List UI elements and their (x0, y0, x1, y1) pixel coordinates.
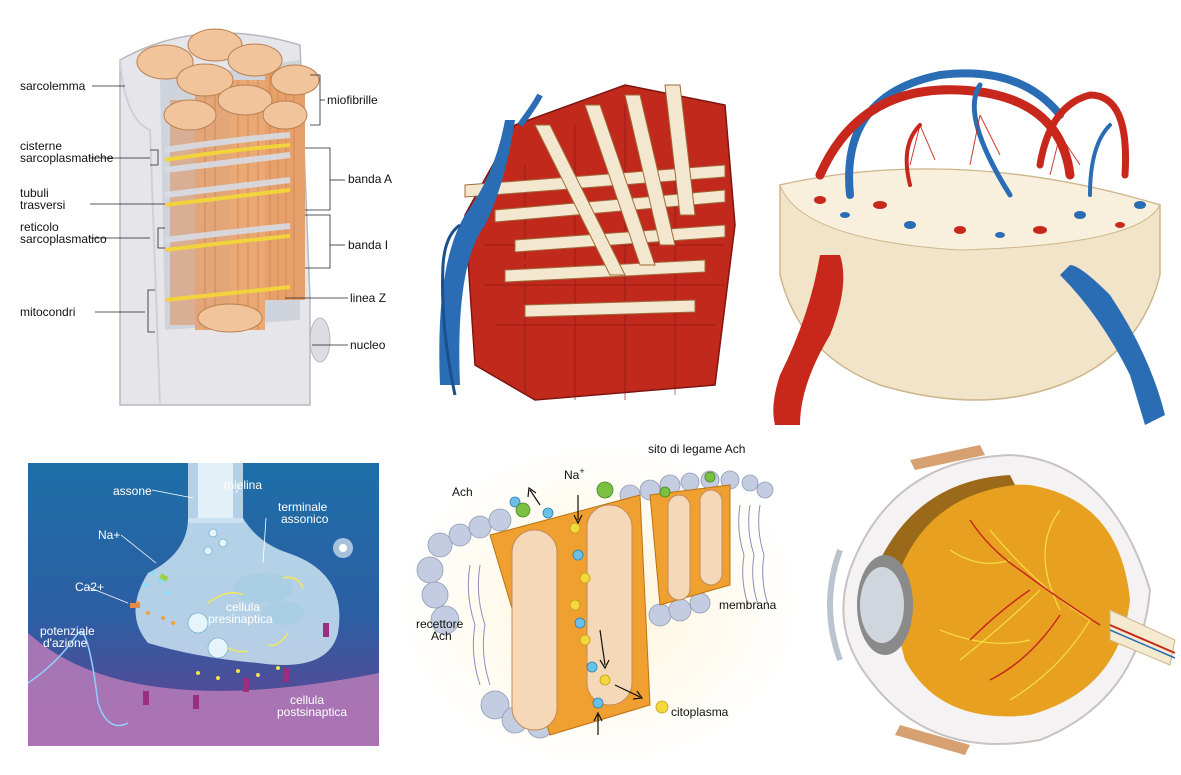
label-recettore-line2: Ach (431, 629, 452, 643)
label-assone: assone (113, 484, 152, 498)
retinal-vessels-yellow (939, 509, 1091, 701)
label-tubuli-line1: tubuli (20, 186, 49, 200)
vascular-tissue-illustration (760, 55, 1181, 425)
label-ach: Ach (452, 485, 473, 499)
muscle-fiber-illustration (90, 28, 348, 406)
synaptic-vesicles (187, 528, 229, 659)
label-mielina: mielina (224, 478, 263, 492)
nucleus-shape (309, 317, 331, 363)
label-reticolo-line1: reticolo (20, 220, 59, 234)
eye-drawing (827, 445, 1176, 755)
eye-anatomy-illustration (810, 440, 1181, 760)
cornea (827, 548, 843, 662)
ach-ligands (515, 471, 716, 518)
retinal-vessels-red (969, 519, 1101, 681)
label-na-ion: Na+ (564, 465, 585, 482)
synapse-illustration (28, 463, 379, 746)
hepatocyte-plates (464, 84, 726, 318)
label-sito-legame-ach: sito di legame Ach (648, 442, 746, 456)
label-terminale-line2: assonico (281, 512, 329, 526)
sodium-ions (569, 522, 669, 714)
label-recettore-line1: recettore (416, 617, 464, 631)
portal-artery (483, 251, 536, 268)
label-potenziale-line1: potenziale (40, 624, 95, 638)
label-na-charge: + (579, 466, 585, 476)
ion-flow-arrows (527, 486, 644, 735)
artery (773, 255, 844, 425)
vascular-tissue-drawing (773, 69, 1165, 425)
action-potential-wave (28, 631, 129, 727)
process-arrows (207, 576, 304, 653)
label-tubuli-line2: trasversi (20, 198, 66, 212)
label-mitocondri: mitocondri (20, 305, 76, 319)
ach-receptor-illustration (400, 445, 800, 765)
label-terminale-line1: terminale (278, 500, 328, 514)
label-cellula-post-line1: cellula (290, 693, 325, 707)
label-cellula-pre-line2: presinaptica (208, 612, 273, 626)
receptors (143, 623, 329, 709)
liver-lobule-drawing (439, 84, 736, 401)
liver-lobule-illustration (425, 65, 745, 405)
label-sarcolemma: sarcolemma (20, 79, 86, 93)
label-nucleo: nucleo (350, 338, 386, 352)
label-membrana: membrana (719, 598, 777, 612)
mitochondrion (197, 303, 263, 333)
ach-receptor-diagram: sito di legame Ach Na+ Ach membrana rece… (400, 435, 800, 775)
t-tubules (164, 143, 291, 302)
label-cisterne-line1: cisterne (20, 139, 63, 153)
leader-lines (90, 74, 348, 346)
myofibril-cross-sections (136, 28, 320, 131)
receptor-subunits (511, 489, 723, 731)
label-cellula-post-line2: postsinaptica (277, 705, 348, 719)
label-na-plus: Na+ (98, 528, 121, 542)
other-ions (509, 496, 604, 709)
label-banda-i: banda I (348, 238, 389, 252)
muscle-fiber-diagram: sarcolemma miofibrille cisterne sarcopla… (0, 0, 400, 410)
label-ca-2plus: Ca2+ (75, 580, 105, 594)
label-linea-z: linea Z (350, 291, 387, 305)
label-miofibrille: miofibrille (327, 93, 378, 107)
label-reticolo-line2: sarcoplasmatico (20, 232, 107, 246)
label-cisterne-line2: sarcoplasmatiche (20, 151, 114, 165)
postsynaptic-cell-shape (28, 633, 379, 746)
label-cellula-pre-line1: cellula (226, 600, 261, 614)
vessel-cross-sections (814, 196, 1146, 238)
hepatic-vein (439, 120, 515, 385)
vein (1060, 265, 1165, 425)
label-potenziale-line2: d'azione (43, 636, 88, 650)
retina (896, 484, 1130, 717)
label-banda-a: banda A (348, 172, 393, 186)
label-citoplasma: citoplasma (671, 705, 729, 719)
synapse-diagram: assone mielina terminale assonico Na+ Ca… (28, 463, 379, 746)
label-na-symbol: Na (564, 468, 580, 482)
